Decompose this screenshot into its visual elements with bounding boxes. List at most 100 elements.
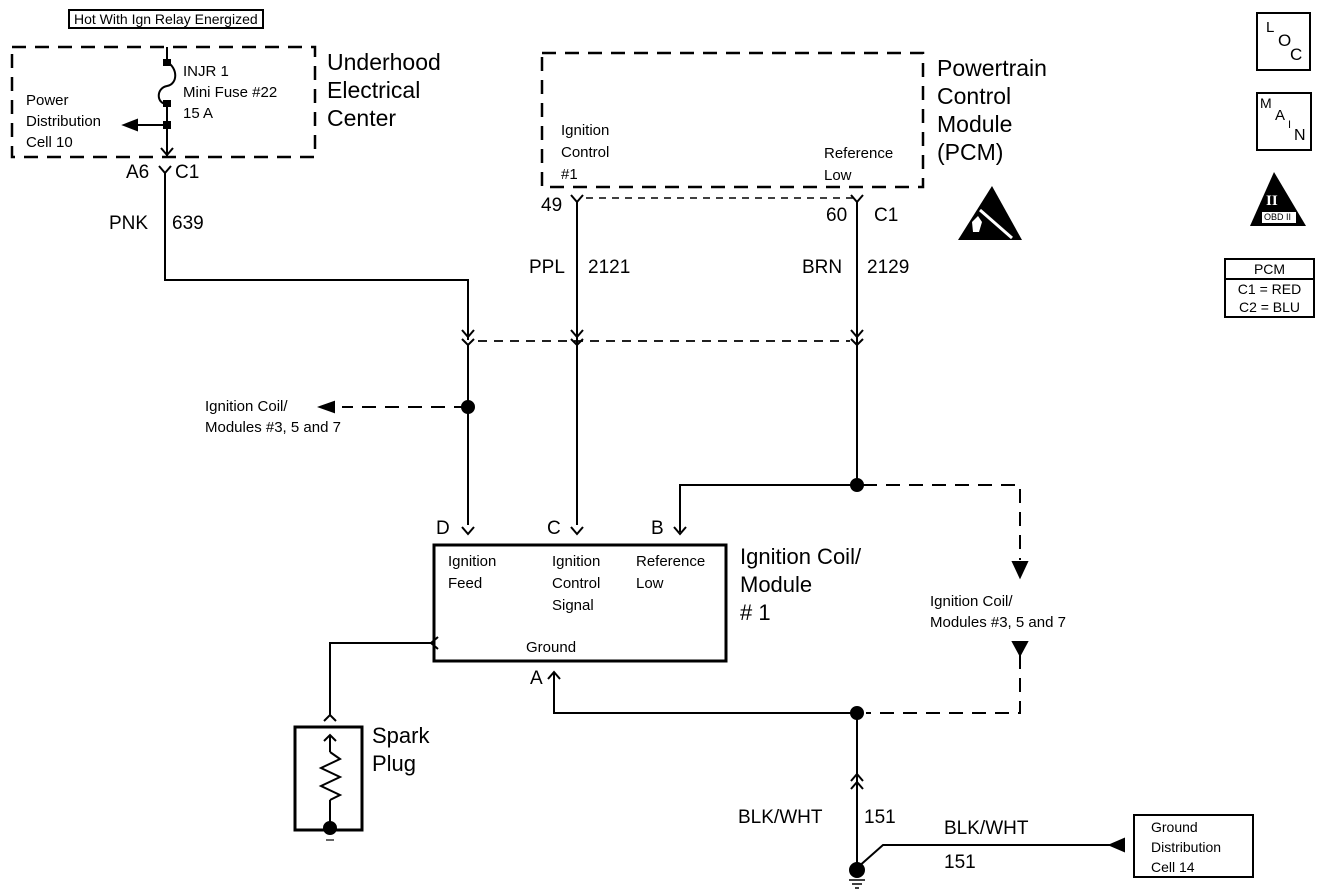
wire-number-151-horizontal: 151 xyxy=(944,852,976,873)
fuse-label-line: 15 A xyxy=(183,105,214,122)
power-dist-line: Cell 10 xyxy=(26,134,73,151)
coil-module-name: Ignition Coil/ Module # 1 xyxy=(740,543,861,627)
underhood-center-box xyxy=(10,45,317,159)
pcm-connector-c1: C1 xyxy=(874,205,899,226)
pcm-name-line: Control xyxy=(937,83,1012,109)
wire-blk-wht-151 xyxy=(856,844,1110,869)
spark-plug-ground-dot xyxy=(323,821,337,835)
connector-a6-c1 xyxy=(158,165,172,175)
splice-dot xyxy=(461,400,475,414)
coil-label-line: Ignition xyxy=(552,553,601,570)
loc-letter: C xyxy=(1290,45,1303,64)
coil-ref-low-label: Reference Low xyxy=(636,551,705,595)
loc-letter: O xyxy=(1278,31,1292,50)
spark-plug-box xyxy=(293,725,364,832)
coil-ground-label: Ground xyxy=(526,639,577,656)
coil-label-line: Reference xyxy=(636,553,706,570)
wire-color-blk-wht-horizontal: BLK/WHT xyxy=(944,818,1029,839)
resistor-icon xyxy=(318,751,343,801)
pcm-name-line: (PCM) xyxy=(937,139,1004,165)
main-letter: A xyxy=(1275,107,1286,124)
ground-splice-dot xyxy=(849,862,865,878)
fuse-icon xyxy=(157,47,177,157)
coil-control-label: Ignition Control Signal xyxy=(552,551,600,617)
underhood-name-line: Center xyxy=(327,105,397,131)
pcm-pin-49: 49 xyxy=(541,195,563,216)
ground-icon xyxy=(849,879,865,889)
branch-label-line: Modules #3, 5 and 7 xyxy=(205,419,341,436)
pcm-table-row: C1 = RED xyxy=(1237,281,1302,297)
spark-plug-line: Plug xyxy=(372,751,417,776)
terminal-c: C xyxy=(547,518,561,539)
branch-label-line: Modules #3, 5 and 7 xyxy=(930,614,1066,631)
branch-left-label: Ignition Coil/ Modules #3, 5 and 7 xyxy=(205,396,341,438)
pcm-pin-reference-low-label: Reference Low xyxy=(824,143,893,187)
terminal-d: D xyxy=(436,518,450,539)
pin-label-line: #1 xyxy=(561,166,578,183)
wire-color-pnk: PNK xyxy=(109,213,149,234)
arrow-down-icon xyxy=(1011,561,1029,580)
wire-number-151-vertical: 151 xyxy=(864,807,896,828)
wire-number-2129: 2129 xyxy=(867,257,910,278)
pcm-name-line: Powertrain xyxy=(937,55,1047,81)
connector-c1: C1 xyxy=(175,162,200,183)
pcm-name: Powertrain Control Module (PCM) xyxy=(937,54,1047,166)
ground-dist-line: Distribution xyxy=(1151,839,1222,855)
underhood-name-line: Underhood xyxy=(327,49,441,75)
ground-dist-line: Ground xyxy=(1151,819,1198,835)
pin-label-line: Ignition xyxy=(561,122,610,139)
pcm-table-row: C2 = BLU xyxy=(1238,299,1301,315)
underhood-name: Underhood Electrical Center xyxy=(327,48,441,132)
wire-color-blk-wht-vertical: BLK/WHT xyxy=(738,807,823,828)
pin-label-line: Low xyxy=(824,167,852,184)
coil-label-line: Signal xyxy=(552,597,594,614)
power-dist-line: Power xyxy=(26,92,69,109)
loc-letter: L xyxy=(1266,19,1275,36)
spark-plug-label: Spark Plug xyxy=(372,722,429,778)
terminal-a: A xyxy=(530,668,543,689)
wire-color-ppl: PPL xyxy=(529,257,565,278)
obd-ii-label: OBD II xyxy=(1264,212,1292,222)
coil-name-line: # 1 xyxy=(740,600,771,625)
coil-label-line: Feed xyxy=(448,575,483,592)
branch-label-line: Ignition Coil/ xyxy=(930,593,1013,610)
coil-name-line: Module xyxy=(740,572,813,597)
spark-plug-line: Spark xyxy=(372,723,430,748)
wire-number-639: 639 xyxy=(172,213,204,234)
arrow-left-icon xyxy=(1107,837,1125,853)
arrow-left-icon xyxy=(317,400,335,414)
main-icon: M A I N xyxy=(1256,92,1312,151)
fuse-label: INJR 1 Mini Fuse #22 15 A xyxy=(183,61,277,124)
fuse-label-line: Mini Fuse #22 xyxy=(183,84,278,101)
underhood-name-line: Electrical xyxy=(327,77,421,103)
pcm-box xyxy=(540,51,925,189)
arrow-left-icon xyxy=(121,118,138,132)
power-condition-label: Hot With Ign Relay Energized xyxy=(68,9,264,29)
ground-dist-line: Cell 14 xyxy=(1151,859,1195,875)
fuse-label-line: INJR 1 xyxy=(183,63,229,80)
branch-label-line: Ignition Coil/ xyxy=(205,398,288,415)
coil-label-line: Control xyxy=(552,575,601,592)
pcm-connector-table: PCM C1 = RED C2 = BLU xyxy=(1224,258,1315,318)
wire-number-2121: 2121 xyxy=(588,257,631,278)
main-letter: I xyxy=(1288,119,1292,131)
wire-pnk-639 xyxy=(164,173,469,340)
loc-icon: L O C xyxy=(1256,12,1311,71)
coil-label-line: Ignition xyxy=(448,553,497,570)
terminal-b: B xyxy=(651,518,664,539)
power-dist-line: Distribution xyxy=(26,113,102,130)
esd-warning-icon xyxy=(958,186,1022,240)
connector-a6: A6 xyxy=(126,162,150,183)
obd-ii-numeral: II xyxy=(1266,193,1278,209)
coil-feed-label: Ignition Feed xyxy=(448,551,496,595)
ground-distribution-label: Ground Distribution Cell 14 xyxy=(1151,817,1221,877)
coil-module-box xyxy=(432,543,728,663)
branch-right-label: Ignition Coil/ Modules #3, 5 and 7 xyxy=(930,591,1066,633)
pin-label-line: Control xyxy=(561,144,610,161)
coil-name-line: Ignition Coil/ xyxy=(740,544,862,569)
ground-dist-box xyxy=(1133,814,1254,878)
coil-label-line: Low xyxy=(636,575,664,592)
main-letter: M xyxy=(1260,95,1272,111)
power-distribution-label: Power Distribution Cell 10 xyxy=(26,90,101,153)
